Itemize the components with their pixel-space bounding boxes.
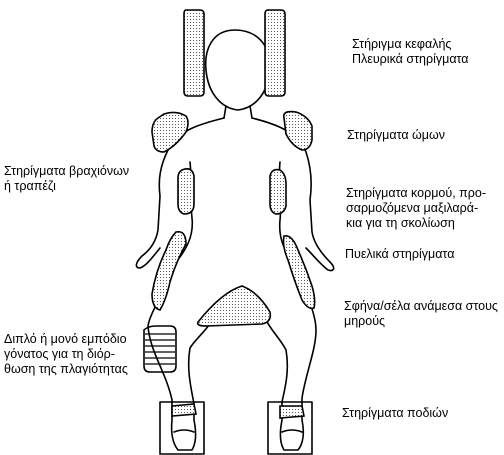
trunk-supports-label: Στηρίγματα κορμού, προ- σαρμοζόμενα μαξι… — [346, 186, 486, 231]
thigh-wedge-label: Σφήνα/σέλα ανάμεσα στους μηρούς — [344, 299, 498, 329]
left-foot — [172, 404, 196, 450]
human-figure-outline — [136, 30, 333, 412]
shoulder-support-left — [152, 112, 188, 152]
head-side-support-left — [184, 10, 204, 96]
shoulder-support-right — [284, 112, 312, 150]
shoulder-supports-label: Στηρίγματα ώμων — [347, 128, 445, 143]
thigh-wedge — [198, 286, 271, 326]
pelvic-support-left — [152, 232, 186, 310]
head-side-support-right — [265, 10, 285, 96]
arm-support-right — [270, 170, 286, 214]
arm-supports-label: Στηρίγματα βραχιόνων ή τραπέζι — [4, 164, 129, 194]
arm-support-left — [178, 169, 194, 214]
knee-block-label: Διπλό ή μονό εμπόδιο γόνατος για τη διόρ… — [4, 332, 128, 377]
pelvic-support-right — [284, 236, 315, 309]
head-support-label: Στήριγμα κεφαλής Πλευρικά στηρίγματα — [352, 37, 469, 67]
pelvic-supports-label: Πυελικά στηρίγματα — [345, 247, 454, 262]
foot-supports-label: Στηρίγματα ποδιών — [342, 406, 448, 421]
right-foot — [280, 402, 304, 450]
